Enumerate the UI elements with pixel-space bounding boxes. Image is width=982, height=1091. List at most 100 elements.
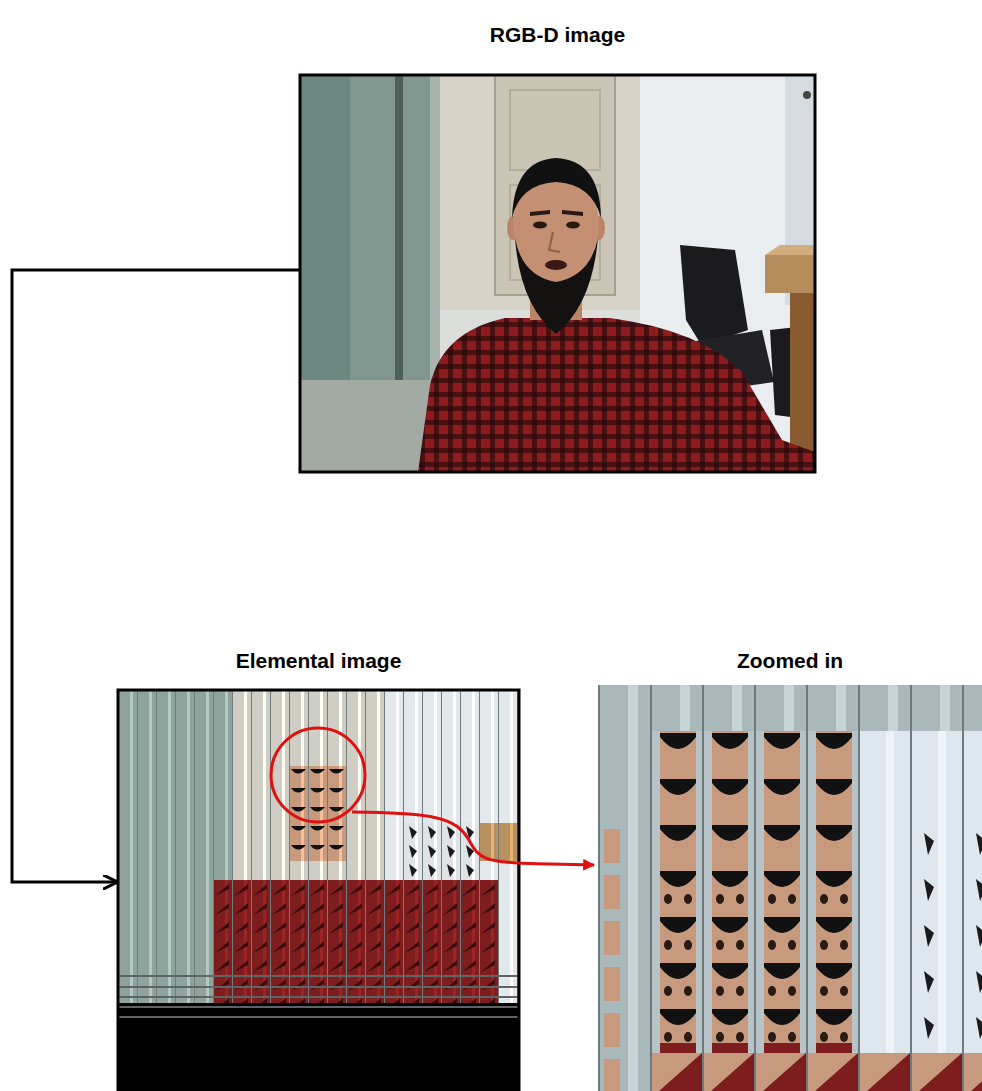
cell-highlight [130,823,133,842]
cell-border [754,915,756,961]
cell-border [175,804,176,823]
elemental-lens-cell [289,785,308,804]
elemental-lens-cell [327,709,346,728]
elemental-lens-cell [213,823,232,842]
elemental-lens-cell [175,937,194,956]
cell-highlight [377,823,380,842]
hair-crescent [764,963,800,979]
elemental-lens-cell [175,690,194,709]
elemental-lens-cell [384,728,403,747]
elemental-lens-cell [365,747,384,766]
cell-highlight [168,918,171,937]
cell-highlight [836,685,846,731]
mouth [545,260,567,270]
elemental-lens-cell [213,690,232,709]
elemental-lens-cell [118,728,137,747]
glass-wall [300,75,440,472]
hair-crescent [764,779,800,795]
cell-highlight [263,823,266,842]
cell-border [598,915,600,961]
cell-border [858,915,860,961]
cell-border [156,823,157,842]
plaid-fragment [329,941,343,953]
cell-border [422,728,423,747]
cell-highlight [130,804,133,823]
plaid-fragment [272,960,286,972]
zoom-cell [702,869,754,915]
cell-border [962,961,964,1007]
cell-border [346,975,347,994]
elemental-frame [118,690,519,1091]
elemental-lens-cell [403,918,422,937]
zoom-cell [650,915,702,961]
elemental-lens-cell [346,899,365,918]
cell-highlight [339,823,342,842]
elemental-lens-cell [498,842,517,861]
elemental-lens-cell [441,690,460,709]
elemental-lens-cell [156,937,175,956]
cell-highlight [206,690,209,709]
cell-border [251,785,252,804]
cell-highlight [301,766,304,785]
face-fragment [604,921,620,955]
eye-fragment [736,1032,744,1042]
cell-highlight [510,766,513,785]
elemental-lens-cell [384,918,403,937]
cell-border [858,869,860,915]
cell-border [962,685,964,731]
elemental-lens-cell [403,728,422,747]
cell-highlight [130,956,133,975]
elemental-lens-cell [270,918,289,937]
plaid-fragment [310,960,324,972]
cell-border [137,785,138,804]
cell-highlight [628,777,638,823]
cell-border [327,842,328,861]
elemental-lens-cell [289,747,308,766]
elemental-lens-cell [308,937,327,956]
cell-highlight [187,880,190,899]
elemental-lens-cell [289,956,308,975]
plaid-fragment [310,884,324,896]
cell-border [702,1053,704,1091]
plaid-fragment [481,884,495,896]
cell-border [498,861,499,880]
elemental-lens-cell [175,766,194,785]
elemental-lens-cell [251,937,270,956]
elemental-lens-cell [422,956,441,975]
elemental-lens-cell [289,861,308,880]
cell-border [441,823,442,842]
cell-highlight [187,918,190,937]
eye [533,222,547,229]
zoom-cell [598,685,650,731]
cell-border [403,975,404,994]
zoom-cell [754,823,806,869]
panel-heading: Elemental image [118,648,519,674]
cell-border [327,728,328,747]
zoom-cell [910,1007,962,1053]
cell-border [194,785,195,804]
plaid-fragment [386,922,400,934]
plaid-fragment [348,960,362,972]
cell-highlight [168,956,171,975]
cell-highlight [263,709,266,728]
elemental-lens-cell [365,937,384,956]
cell-border [289,861,290,880]
cell-highlight [472,709,475,728]
elemental-lens-cell [194,918,213,937]
zoomed-picture [598,685,982,1091]
elemental-ground [118,690,519,1091]
plaid-fragment [462,903,476,915]
eyebrow [530,210,550,216]
cell-border [962,1007,964,1053]
hair-crescent [660,917,696,933]
chair-fragment [924,833,934,855]
elemental-lens-cell [327,880,346,899]
zoom-cell [806,823,858,869]
cell-highlight [886,731,894,777]
cell-highlight [225,728,228,747]
cell-border [232,880,233,899]
plaid-fragment [443,884,457,896]
elemental-lens-cell [118,956,137,975]
elemental-lens-cell [479,728,498,747]
cell-border [156,956,157,975]
